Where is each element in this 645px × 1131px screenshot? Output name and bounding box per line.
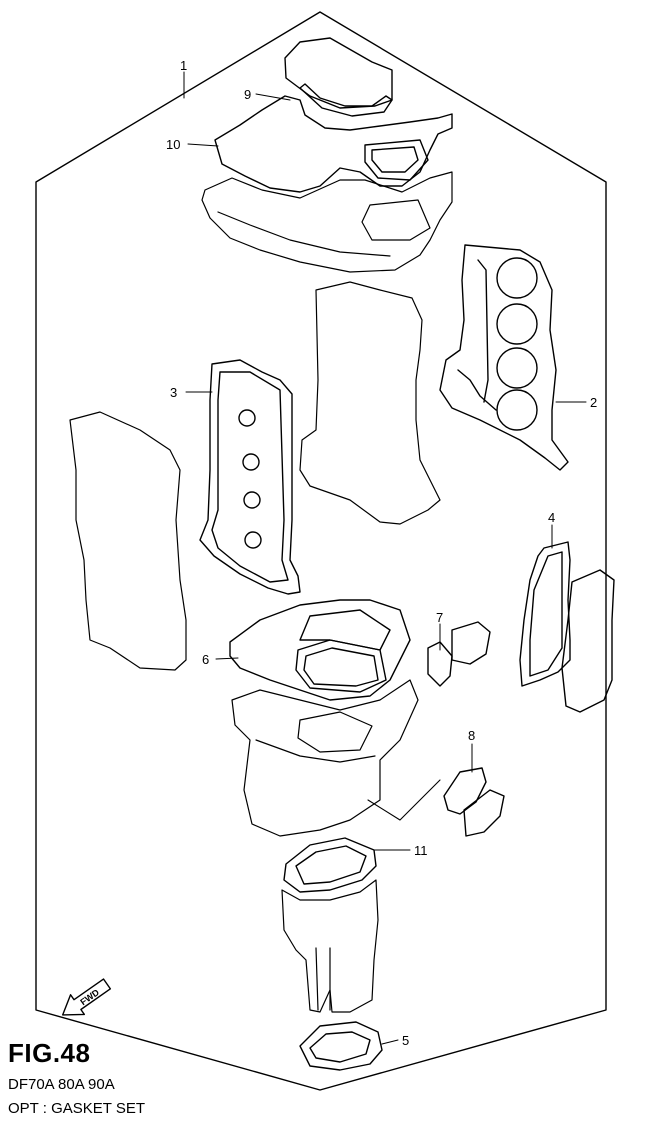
callout-9: 9: [244, 87, 251, 102]
part-3-valve-cover-gasket[interactable]: [199, 359, 301, 595]
figure-title: FIG.48: [8, 1038, 91, 1068]
part-2-cylinder-head-gasket[interactable]: [439, 244, 569, 471]
callout-3: 3: [170, 385, 177, 400]
callout-10: 10: [166, 137, 180, 152]
callout-7: 7: [436, 610, 443, 625]
cylinder-head-cover-outline: [201, 171, 453, 273]
oil-pan-outline: [231, 679, 419, 837]
callout-11: 11: [414, 843, 428, 858]
callout-1: 1: [180, 58, 187, 73]
lower-housing-outline: [281, 879, 379, 1013]
kit-boundary-outline: [35, 11, 607, 1091]
figure-caption: OPT : GASKET SET: [8, 1100, 145, 1117]
callout-2: 2: [590, 395, 597, 410]
figure-models: DF70A 80A 90A: [8, 1076, 115, 1093]
part-4-side-cover-gasket[interactable]: [519, 541, 615, 713]
part-6-oil-pan-gasket[interactable]: [229, 599, 411, 701]
part-5-base-gasket[interactable]: [299, 1021, 383, 1071]
leader-lines: [183, 71, 587, 1045]
fwd-arrow-icon: FWD: [62, 978, 112, 1016]
callout-labels: 1 9 10 2 3 4 6 7 8 11 5: [166, 58, 597, 1048]
callout-6: 6: [202, 652, 209, 667]
part-8-cover-gasket[interactable]: [367, 767, 505, 837]
side-cover-outline: [561, 569, 615, 713]
callout-5: 5: [402, 1033, 409, 1048]
part-10-cam-cover-gasket[interactable]: [214, 95, 453, 193]
callout-8: 8: [468, 728, 475, 743]
callout-4: 4: [548, 510, 555, 525]
part-9-cover-gasket[interactable]: [284, 37, 393, 117]
part-7-thermostat-gasket[interactable]: [427, 621, 491, 687]
part-11-gasket[interactable]: [283, 837, 377, 893]
engine-block-outline: [69, 281, 441, 671]
